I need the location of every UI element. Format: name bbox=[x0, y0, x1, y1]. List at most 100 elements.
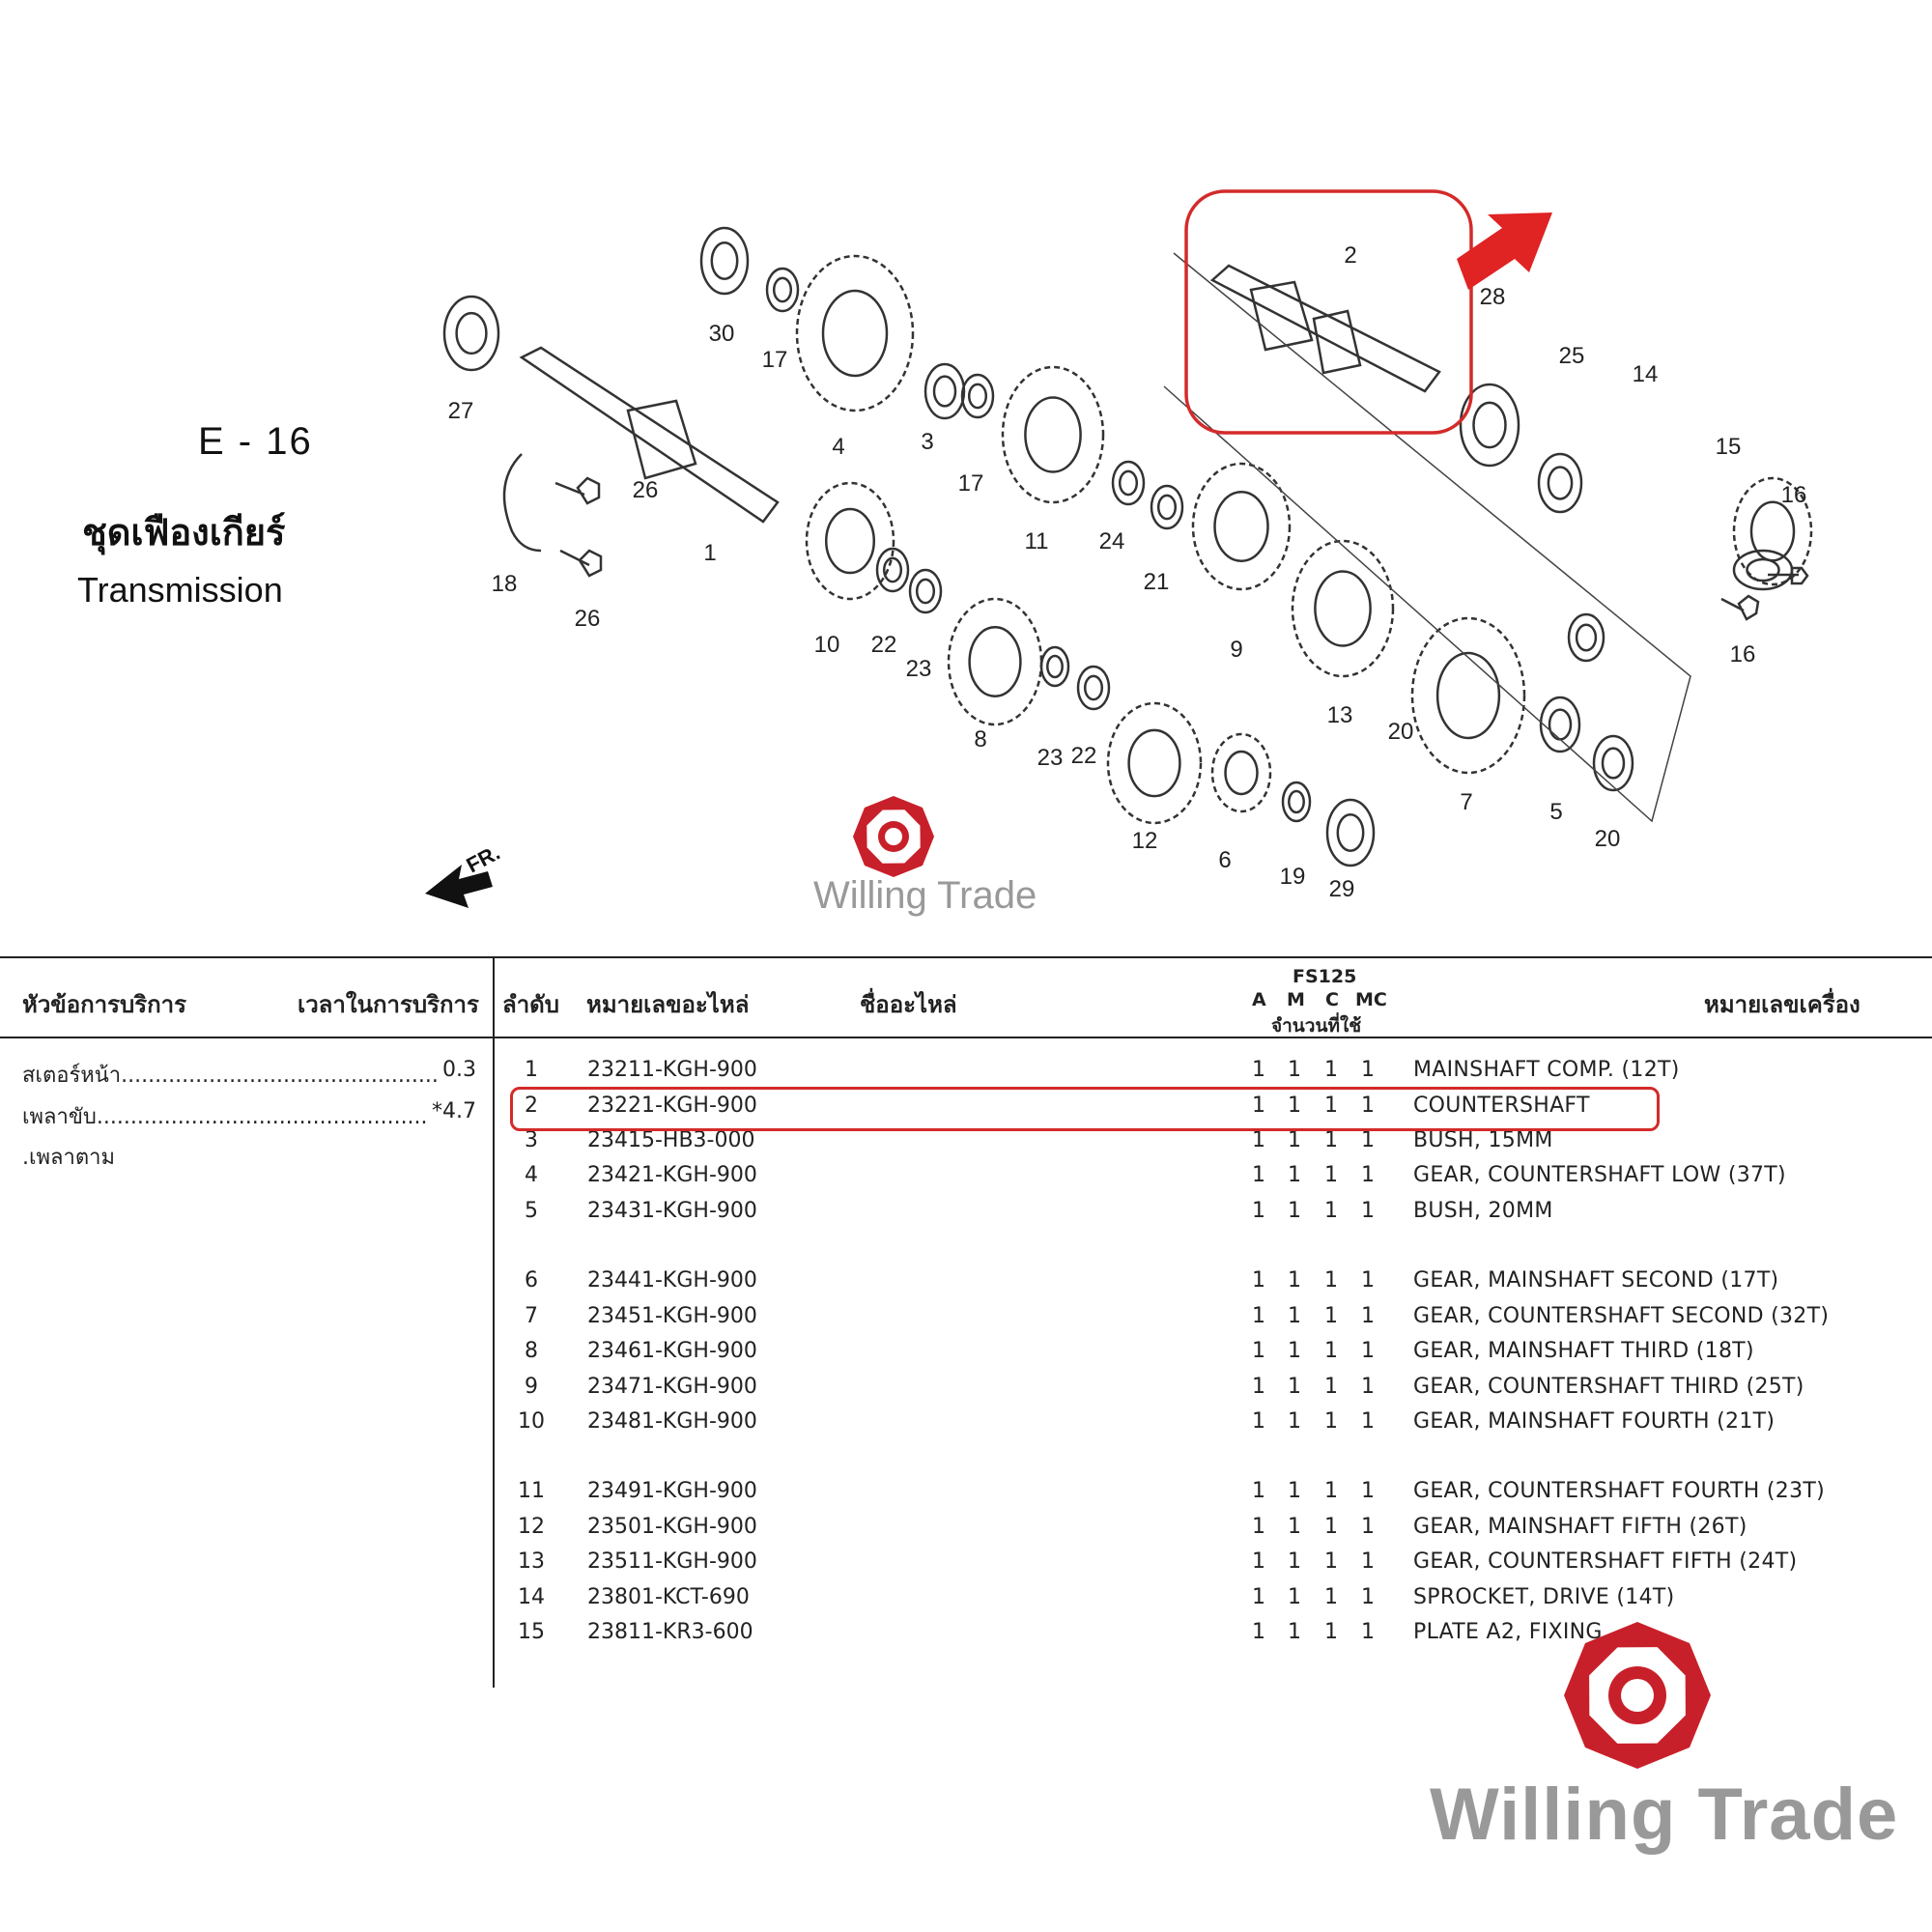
row-qty-a: 1 bbox=[1252, 1339, 1265, 1363]
row-qty-c: 1 bbox=[1324, 1339, 1338, 1363]
service-leader-dots: ........................................… bbox=[121, 1064, 476, 1088]
row-qty-m: 1 bbox=[1288, 1163, 1301, 1187]
callout-label: 12 bbox=[1132, 828, 1158, 854]
bearing-bore-icon bbox=[1547, 466, 1574, 500]
callout-label: 19 bbox=[1280, 864, 1306, 890]
row-qty-c: 1 bbox=[1324, 1620, 1338, 1644]
bearing-bore-icon bbox=[772, 276, 793, 303]
callout-label: 14 bbox=[1633, 361, 1659, 387]
table-header-rule bbox=[0, 1037, 1932, 1038]
row-qty-a: 1 bbox=[1252, 1199, 1265, 1223]
row-qty-c: 1 bbox=[1324, 1094, 1338, 1118]
service-item: .เพลาตาม bbox=[22, 1140, 476, 1174]
callout-label: 11 bbox=[1025, 528, 1049, 554]
callout-label: 25 bbox=[1559, 343, 1585, 369]
row-qty-c: 1 bbox=[1324, 1268, 1338, 1293]
row-qty-m: 1 bbox=[1288, 1585, 1301, 1609]
row-part-number: 23471-KGH-900 bbox=[587, 1375, 757, 1399]
bolt-icon bbox=[1720, 594, 1760, 621]
row-part-number: 23211-KGH-900 bbox=[587, 1058, 757, 1082]
gear-bore-icon bbox=[1314, 570, 1372, 647]
bearing-bore-icon bbox=[967, 383, 988, 410]
header-part-no: หมายเลขอะไหล่ bbox=[586, 991, 750, 1018]
callout-label: 1 bbox=[703, 540, 716, 566]
bearing-icon bbox=[1111, 460, 1146, 506]
callout-label: 17 bbox=[958, 470, 984, 497]
bearing-bore-icon bbox=[1083, 674, 1104, 701]
watermark-logo-icon bbox=[853, 796, 934, 877]
callout-label: 16 bbox=[1781, 482, 1807, 508]
callout-label: 30 bbox=[709, 321, 735, 347]
callout-label: 5 bbox=[1549, 799, 1562, 825]
gear-bore-icon bbox=[968, 626, 1022, 697]
row-seq: 3 bbox=[525, 1128, 538, 1152]
row-english-name: BUSH, 20MM bbox=[1413, 1199, 1553, 1223]
row-qty-mc: 1 bbox=[1361, 1479, 1375, 1503]
bearing-icon bbox=[1539, 696, 1581, 753]
gear-icon bbox=[1106, 701, 1203, 825]
row-qty-c: 1 bbox=[1324, 1549, 1338, 1574]
row-qty-mc: 1 bbox=[1361, 1620, 1375, 1644]
row-qty-c: 1 bbox=[1324, 1128, 1338, 1152]
callout-label: 23 bbox=[1037, 745, 1064, 771]
countershaft-splines-icon bbox=[1312, 309, 1362, 375]
callout-label: 23 bbox=[906, 656, 932, 682]
gear-bore-icon bbox=[1435, 651, 1501, 740]
callout-label: 29 bbox=[1329, 876, 1355, 902]
header-variant-c: C bbox=[1325, 989, 1339, 1010]
callout-label: 20 bbox=[1595, 826, 1621, 852]
watermark-text: Willing Trade bbox=[813, 874, 1037, 917]
row-seq: 13 bbox=[518, 1549, 545, 1574]
row-qty-c: 1 bbox=[1324, 1479, 1338, 1503]
row-part-number: 23491-KGH-900 bbox=[587, 1479, 757, 1503]
row-qty-c: 1 bbox=[1324, 1163, 1338, 1187]
row-qty-a: 1 bbox=[1252, 1304, 1265, 1328]
countershaft-splines-icon bbox=[1249, 280, 1314, 352]
row-part-number: 23451-KGH-900 bbox=[587, 1304, 757, 1328]
row-qty-c: 1 bbox=[1324, 1199, 1338, 1223]
callout-label: 13 bbox=[1327, 702, 1353, 728]
row-part-number: 23481-KGH-900 bbox=[587, 1409, 757, 1434]
service-item: สเตอร์หน้า..............................… bbox=[22, 1058, 476, 1092]
callout-label: 6 bbox=[1218, 847, 1231, 873]
callout-label: 22 bbox=[1071, 743, 1097, 769]
row-english-name: GEAR, MAINSHAFT SECOND (17T) bbox=[1413, 1268, 1779, 1293]
callout-label: 21 bbox=[1144, 569, 1170, 595]
row-seq: 8 bbox=[525, 1339, 538, 1363]
callout-label: 28 bbox=[1480, 284, 1506, 310]
row-part-number: 23501-KGH-900 bbox=[587, 1515, 757, 1539]
bearing-icon bbox=[908, 568, 943, 614]
service-item: เพลาขับ.................................… bbox=[22, 1099, 476, 1133]
highlight-row-box bbox=[510, 1087, 1660, 1131]
header-qty: จำนวนที่ใช้ bbox=[1271, 1015, 1362, 1037]
row-qty-m: 1 bbox=[1288, 1199, 1301, 1223]
countershaft-icon bbox=[1209, 264, 1441, 393]
bolt-icon bbox=[554, 476, 601, 505]
row-qty-c: 1 bbox=[1324, 1375, 1338, 1399]
bolt-icon bbox=[559, 549, 603, 578]
bearing-bore-icon bbox=[1575, 623, 1598, 652]
mainshaft-splines-icon bbox=[626, 399, 697, 480]
row-qty-c: 1 bbox=[1324, 1304, 1338, 1328]
group-frame bbox=[1163, 252, 1691, 823]
highlight-box-part-2 bbox=[1184, 189, 1473, 435]
row-qty-a: 1 bbox=[1252, 1128, 1265, 1152]
row-qty-m: 1 bbox=[1288, 1128, 1301, 1152]
callout-label: 27 bbox=[448, 398, 474, 424]
row-qty-a: 1 bbox=[1252, 1549, 1265, 1574]
service-time: 0.3 bbox=[439, 1058, 476, 1082]
row-qty-mc: 1 bbox=[1361, 1515, 1375, 1539]
row-english-name: GEAR, COUNTERSHAFT LOW (37T) bbox=[1413, 1163, 1786, 1187]
gear-icon bbox=[795, 254, 915, 412]
row-qty-m: 1 bbox=[1288, 1409, 1301, 1434]
row-english-name: GEAR, COUNTERSHAFT FOURTH (23T) bbox=[1413, 1479, 1826, 1503]
header-part-name: ชื่ออะไหล่ bbox=[860, 991, 957, 1018]
table-top-rule bbox=[0, 956, 1932, 958]
